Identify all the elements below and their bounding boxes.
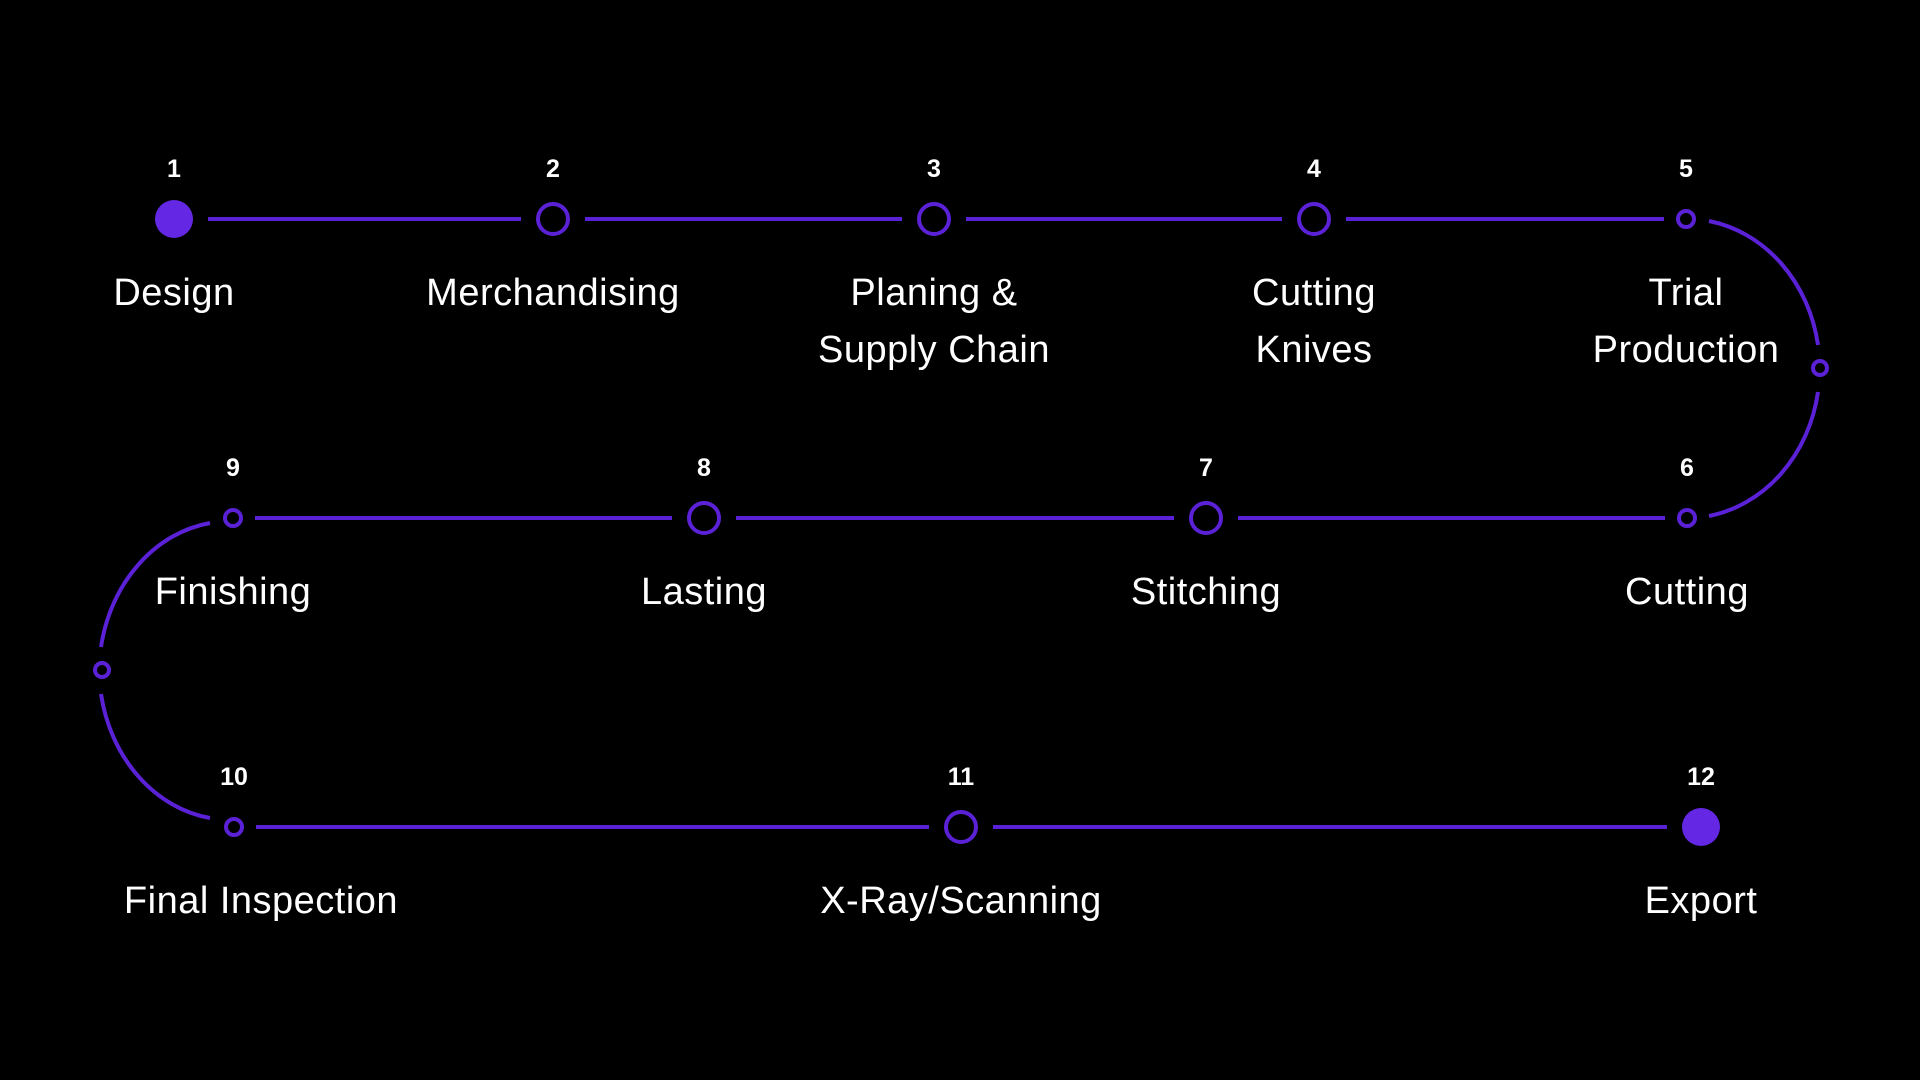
step-label: Trial Production [1592, 272, 1780, 371]
step-dot-filled [155, 200, 193, 238]
step-dot-small [223, 508, 243, 528]
step-number: 9 [226, 454, 240, 482]
step-number: 7 [1199, 454, 1213, 482]
step-number: 4 [1307, 155, 1321, 183]
step-number: 10 [220, 763, 248, 791]
step-dot-open [944, 810, 978, 844]
step-dot-filled [1682, 808, 1720, 846]
step-number: 8 [697, 454, 711, 482]
step-label: Finishing [154, 571, 312, 613]
step-dot-open [536, 202, 570, 236]
step-number: 1 [167, 155, 181, 183]
step-number: 3 [927, 155, 941, 183]
step-label: Final Inspection [123, 880, 399, 922]
step-number: 11 [947, 763, 975, 791]
step-label: Cutting Knives [1252, 272, 1376, 371]
step-label: Planing & Supply Chain [817, 272, 1051, 371]
step-dot-open [1297, 202, 1331, 236]
step-label: Export [1644, 880, 1758, 922]
step-number: 12 [1687, 763, 1715, 791]
connector-dot [93, 661, 111, 679]
step-label: Design [113, 272, 235, 314]
step-label: X-Ray/Scanning [820, 880, 1102, 922]
step-dot-open [917, 202, 951, 236]
step-number: 6 [1680, 454, 1694, 482]
step-number: 2 [546, 155, 560, 183]
step-label: Merchandising [426, 272, 680, 314]
step-number: 5 [1679, 155, 1693, 183]
step-dot-small [1677, 508, 1697, 528]
step-label: Stitching [1130, 571, 1282, 613]
step-label: Lasting [640, 571, 768, 613]
connector-dot [1811, 359, 1829, 377]
step-dot-open [687, 501, 721, 535]
step-dot-small [224, 817, 244, 837]
step-dot-open [1189, 501, 1223, 535]
step-label: Cutting [1625, 571, 1749, 613]
step-dot-small [1676, 209, 1696, 229]
